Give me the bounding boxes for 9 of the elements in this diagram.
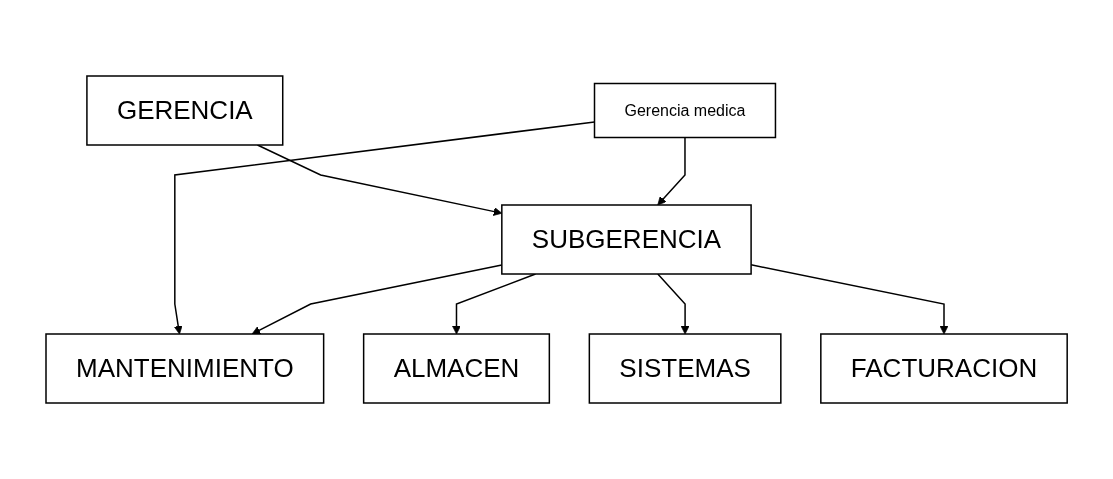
node-box: Gerencia medica	[593, 82, 777, 139]
node-box: SISTEMAS	[588, 333, 782, 404]
arrow	[657, 136, 686, 206]
node-box: MANTENIMIENTO	[45, 333, 325, 404]
node-box: FACTURACION	[820, 333, 1068, 404]
node-box: GERENCIA	[86, 75, 284, 146]
arrow	[656, 273, 690, 335]
node-box: SUBGERENCIA	[501, 204, 752, 275]
node-box: ALMACEN	[362, 333, 550, 404]
